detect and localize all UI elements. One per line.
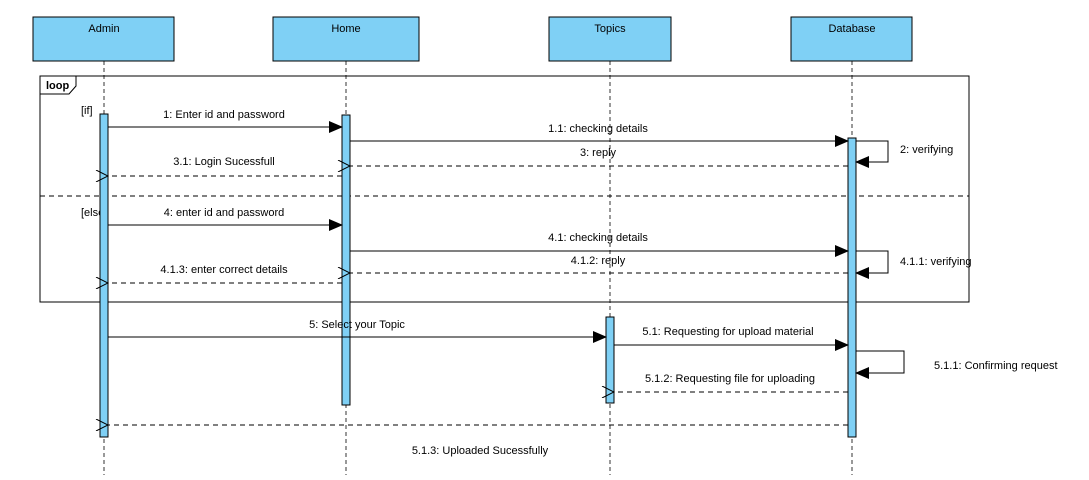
message-label-5-1-3: 5.1.3: Uploaded Sucessfully xyxy=(412,445,549,457)
message-label-2: 2: verifying xyxy=(900,144,953,156)
activations xyxy=(99,113,857,438)
message-arrow-5-1-1[interactable] xyxy=(855,350,905,379)
message-label-5-1-2: 5.1.2: Requesting file for uploading xyxy=(645,373,815,385)
loop-operator-tab xyxy=(39,75,77,95)
participant-admin[interactable]: Admin xyxy=(32,16,175,62)
messages: 1: Enter id and password 1.1: checking d… xyxy=(108,109,1058,457)
loop-frame xyxy=(39,75,970,303)
participant-database[interactable]: Database xyxy=(790,16,913,62)
participant-home[interactable]: Home xyxy=(272,16,420,62)
activation-home xyxy=(341,114,351,406)
message-label-4-1-1: 4.1.1: verifying xyxy=(900,256,972,268)
message-label-1-1: 1.1: checking details xyxy=(548,123,648,135)
participant-home-label: Home xyxy=(331,23,360,35)
activation-topics xyxy=(605,316,615,404)
message-label-3-1: 3.1: Login Sucessfull xyxy=(173,156,275,168)
message-arrow-4-1-1[interactable] xyxy=(855,250,889,279)
activation-admin xyxy=(99,113,109,438)
participant-topics[interactable]: Topics xyxy=(548,16,672,62)
message-label-4-1-3: 4.1.3: enter correct details xyxy=(160,264,288,276)
activation-database xyxy=(847,137,857,438)
message-label-1: 1: Enter id and password xyxy=(163,109,285,121)
message-label-4: 4: enter id and password xyxy=(164,207,284,219)
message-arrow-2[interactable] xyxy=(855,140,889,168)
message-label-4-1: 4.1: checking details xyxy=(548,232,648,244)
participant-admin-label: Admin xyxy=(88,23,119,35)
participant-database-label: Database xyxy=(828,23,875,35)
message-label-5-1: 5.1: Requesting for upload material xyxy=(642,326,813,338)
loop-fragment[interactable]: loop [if] [else] xyxy=(39,75,970,303)
loop-operator-label: loop xyxy=(46,80,69,92)
message-label-5: 5: Select your Topic xyxy=(309,319,405,331)
message-label-3: 3: reply xyxy=(580,147,617,159)
message-label-4-1-2: 4.1.2: reply xyxy=(571,255,626,267)
guard-if: [if] xyxy=(81,105,93,117)
participant-topics-label: Topics xyxy=(594,23,626,35)
message-label-5-1-1: 5.1.1: Confirming request xyxy=(934,360,1058,372)
